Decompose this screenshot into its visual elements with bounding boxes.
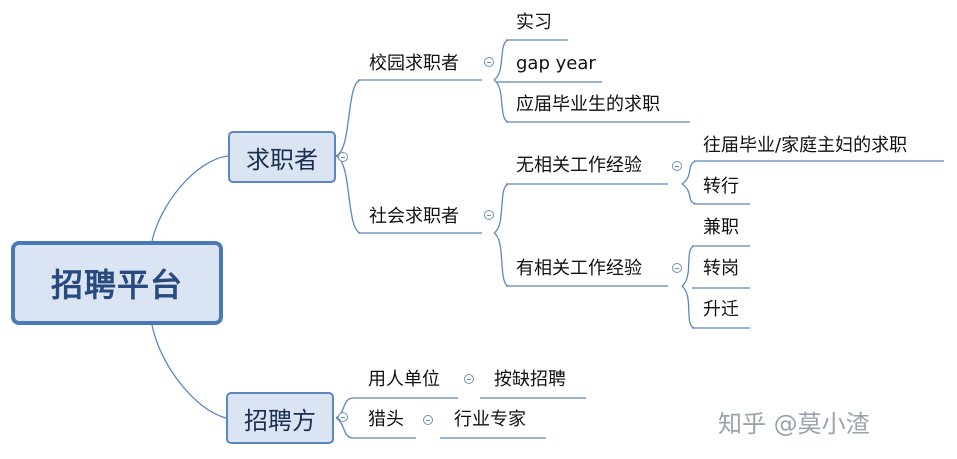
- watermark: 知乎 @莫小渣: [718, 410, 870, 438]
- collapse-icon[interactable]: [338, 412, 348, 422]
- job-seekers-node[interactable]: 求职者: [228, 131, 336, 183]
- with-experience-node[interactable]: 有相关工作经验: [516, 258, 642, 279]
- collapse-icon[interactable]: [484, 57, 494, 67]
- no-experience-node[interactable]: 无相关工作经验: [516, 155, 642, 176]
- past-graduate-homemaker-node[interactable]: 往届毕业/家庭主妇的求职: [703, 135, 908, 156]
- internship-node[interactable]: 实习: [516, 12, 552, 33]
- graduate-job-search-node[interactable]: 应届毕业生的求职: [516, 94, 660, 115]
- recruiters-node[interactable]: 招聘方: [226, 392, 334, 444]
- part-time-node[interactable]: 兼职: [703, 217, 739, 238]
- collapse-icon[interactable]: [672, 263, 682, 273]
- root-node[interactable]: 招聘平台: [11, 241, 223, 325]
- campus-seekers-node[interactable]: 校园求职者: [369, 53, 459, 74]
- gap-year-node[interactable]: gap year: [516, 53, 596, 74]
- hire-as-needed-node[interactable]: 按缺招聘: [494, 369, 566, 390]
- transfer-node[interactable]: 转岗: [703, 258, 739, 279]
- promotion-node[interactable]: 升迁: [703, 299, 739, 320]
- collapse-icon[interactable]: [464, 374, 474, 384]
- collapse-icon[interactable]: [484, 210, 494, 220]
- collapse-icon[interactable]: [672, 161, 682, 171]
- headhunter-node[interactable]: 猎头: [368, 409, 404, 430]
- collapse-icon[interactable]: [338, 152, 348, 162]
- career-change-node[interactable]: 转行: [703, 176, 739, 197]
- collapse-icon[interactable]: [423, 415, 433, 425]
- industry-expert-node[interactable]: 行业专家: [454, 409, 526, 430]
- social-seekers-node[interactable]: 社会求职者: [369, 206, 459, 227]
- employer-node[interactable]: 用人单位: [368, 369, 440, 390]
